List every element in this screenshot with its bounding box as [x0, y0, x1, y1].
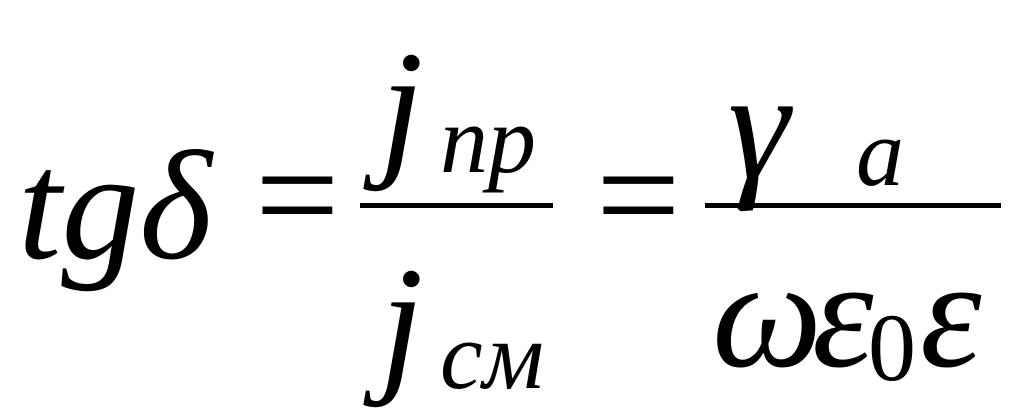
- frac1-denominator-subscript: см: [440, 302, 544, 409]
- equals-sign-2: =: [596, 112, 681, 278]
- frac2-denominator-subscript-0: 0: [868, 294, 916, 401]
- fraction-bar-2: [705, 203, 1001, 208]
- frac2-numerator-gamma: γ: [728, 39, 790, 212]
- frac1-denominator-j: j: [380, 235, 424, 408]
- frac1-numerator-j: j: [380, 19, 424, 192]
- equals-sign-1: =: [255, 112, 340, 278]
- frac2-numerator-subscript: a: [856, 99, 904, 206]
- frac1-numerator-subscript: пр: [440, 86, 536, 193]
- frac2-denominator-epsilon: ε: [920, 227, 982, 400]
- frac2-denominator-epsilon0: ε: [812, 227, 874, 400]
- frac2-denominator-omega: ω: [712, 227, 823, 400]
- fraction-bar-1: [360, 203, 553, 208]
- lhs-tg-delta: tgδ: [18, 119, 212, 292]
